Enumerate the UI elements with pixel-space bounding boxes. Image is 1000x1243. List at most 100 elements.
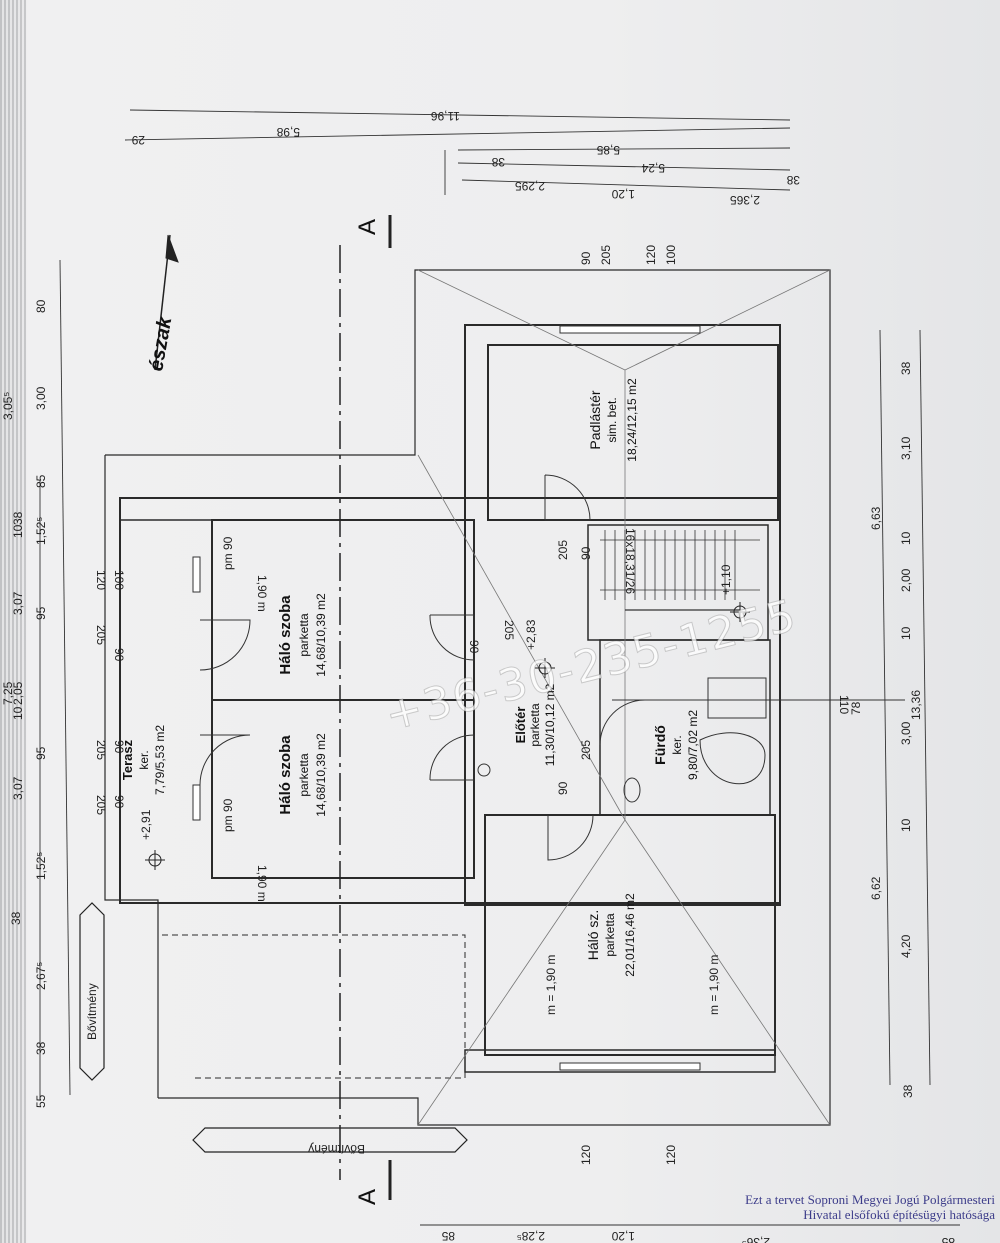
- dim-right-p2: 4,20: [899, 934, 913, 958]
- dim-line-top-1: [124, 127, 791, 141]
- extension-markers: [79, 902, 468, 1153]
- dim-top-l3b: 38: [786, 173, 800, 187]
- level-stair: +1,10: [719, 564, 733, 595]
- dim-left: 1,52⁵: [34, 852, 48, 880]
- bathtub-icon: [699, 732, 766, 785]
- room-halo2: Háló szoba parketta 14,68/10,39 m2: [277, 593, 328, 677]
- stamp-line: Hivatal elsőfokú építésügyi hatósága: [803, 1207, 995, 1222]
- room-padlaster: Padlástér sim. bet. 18,24/12,15 m2: [587, 378, 639, 462]
- dim-top-l3: 5,24: [641, 161, 665, 175]
- room-floor: parketta: [528, 703, 542, 747]
- dim-line-top-total: [129, 109, 791, 121]
- room-area: 22,01/16,46 m2: [623, 893, 637, 977]
- room-note: m = 1,90 m: [707, 955, 721, 1015]
- site-outline-left: [104, 455, 159, 1098]
- shower-icon: [707, 677, 767, 719]
- dim-top-l1: 5,98: [276, 125, 300, 139]
- door-swing: [599, 699, 646, 746]
- room-floor: parketta: [603, 913, 617, 957]
- dim-left-inner: 10: [11, 524, 25, 538]
- window: [559, 325, 701, 334]
- pm-mark: pm 90: [221, 798, 235, 832]
- room-name: Háló szoba: [277, 735, 294, 815]
- room-name: Háló sz.: [585, 910, 601, 961]
- stair-spec: 16x18,31/26: [623, 528, 637, 594]
- door-mark: 90: [112, 648, 126, 662]
- section-label-top: A: [354, 219, 381, 235]
- dim-right-b: 6,63: [869, 506, 883, 530]
- dim-top-total: 11,96: [431, 109, 460, 123]
- dim-right-q2: 110: [837, 695, 851, 714]
- dim-left: 2,67⁵: [34, 962, 48, 990]
- window-mark: 205: [94, 795, 108, 815]
- extension-label-left: Bővítmény: [85, 983, 99, 1040]
- room-halo3: Háló sz. parketta 22,01/16,46 m2: [585, 893, 637, 977]
- door-mark: 90: [579, 546, 593, 560]
- dim-top-l2a: 38: [491, 155, 505, 169]
- door-swing: [429, 614, 475, 661]
- dim-top-s1: 2,295: [515, 179, 545, 193]
- room-halo1: Háló szoba parketta 14,68/10,39 m2: [277, 733, 328, 817]
- dim-right-total: 13,36: [909, 690, 923, 720]
- window-mark: 120: [664, 1145, 678, 1165]
- dim-top-l1b: 29: [131, 133, 145, 147]
- window: [192, 784, 201, 821]
- room-floor: parketta: [297, 753, 311, 797]
- dim-right-p5: 10: [899, 626, 913, 640]
- dim-bottom: 1,20: [611, 1229, 635, 1243]
- room-area: 7,79/5,53 m2: [153, 725, 167, 795]
- lower-room-block: [464, 1049, 776, 1073]
- door-mark: 205: [94, 740, 108, 760]
- dim-line-top-4: [461, 179, 791, 191]
- room-area: 18,24/12,15 m2: [625, 378, 639, 462]
- doors: [199, 474, 646, 861]
- room-area: 9,80/7,02 m2: [686, 710, 700, 780]
- room-area: 11,30/10,12 m2: [543, 683, 557, 766]
- room-name: Padlástér: [587, 390, 603, 449]
- dim-top-s2: 1,20: [611, 187, 635, 201]
- window-mark: 100: [112, 570, 126, 590]
- dim-right-p4: 3,00: [899, 721, 913, 745]
- roof-line: [624, 819, 831, 1126]
- approval-stamp: Ezt a tervet Soproni Megyei Jogú Polgárm…: [600, 1192, 995, 1222]
- dim-right-p8: 3,10: [899, 436, 913, 460]
- roof-line: [624, 269, 831, 371]
- room-terasz: Terasz ker. 7,79/5,53 m2: [120, 725, 167, 795]
- labels: 11,96 5,98 29 5,85 38 5,24 38 2,295 1,20…: [1, 109, 955, 1243]
- level-markers: [145, 602, 750, 870]
- extension-bracket: [79, 902, 105, 1081]
- stamp-line: Ezt a tervet Soproni Megyei Jogú Polgárm…: [745, 1192, 995, 1207]
- roof-line: [417, 269, 626, 371]
- dim-left: 1,52⁵: [34, 517, 48, 545]
- dim-left: 80: [34, 299, 48, 313]
- dim-top-s3: 2,365: [730, 193, 760, 207]
- walls: [104, 215, 831, 1200]
- north-arrow: [154, 234, 179, 371]
- dim-bottom: 85: [441, 1229, 455, 1243]
- dim-left: 38: [34, 1041, 48, 1055]
- door-swing: [199, 619, 251, 671]
- room-name: Előtér: [513, 707, 528, 744]
- window-mark: 120: [579, 1145, 593, 1165]
- dim-left-inner: 10: [11, 706, 25, 720]
- level-terrace: +2,91: [139, 809, 153, 840]
- room-floor: sim. bet.: [605, 397, 619, 442]
- room-note: 1,90 m: [255, 865, 269, 902]
- dim-left-total: 7,25: [1, 681, 15, 705]
- window-mark: 205: [599, 245, 613, 265]
- room-name: Háló szoba: [277, 595, 294, 675]
- dim-left: 3,07: [11, 776, 25, 800]
- room-note: 1,90 m: [255, 575, 269, 612]
- dim-bottom: 2,36⁵: [742, 1235, 770, 1243]
- room-floor: ker.: [137, 750, 151, 769]
- room-floor: parketta: [297, 613, 311, 657]
- window: [192, 556, 201, 593]
- dim-left: 3,00: [34, 386, 48, 410]
- dim-line-right-inner: [879, 329, 891, 1086]
- stair-wall: [587, 524, 769, 641]
- dim-line-right: [919, 329, 931, 1086]
- dim-left: 2,05: [11, 681, 25, 705]
- dim-left: 38: [11, 511, 25, 525]
